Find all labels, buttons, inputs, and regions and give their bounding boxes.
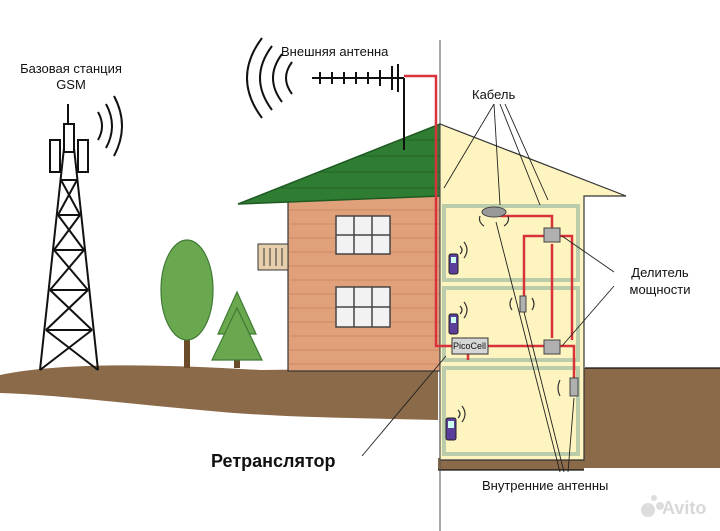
base-station-label: Базовая станция — [20, 61, 122, 76]
ceiling-antenna-icon — [481, 206, 507, 218]
tower-signal-waves-icon — [97, 95, 123, 157]
roof — [237, 122, 441, 205]
balcony — [257, 243, 289, 271]
basement-ground — [584, 368, 720, 468]
phone-icon — [445, 417, 457, 441]
gsm-tower-icon — [39, 104, 99, 371]
cable — [404, 74, 576, 380]
picocell-box — [451, 337, 489, 355]
middle-floor-antenna-icon — [519, 295, 527, 313]
phone-signal-icon — [457, 215, 561, 423]
roof-tiles — [280, 139, 440, 189]
leader-lines — [361, 103, 615, 473]
watermark-text: Avito — [662, 498, 707, 518]
ground — [0, 365, 438, 420]
antenna-signal-waves-icon — [246, 37, 293, 119]
power-splitter-label-line1: Делитель — [631, 265, 689, 280]
cable-label: Кабель — [472, 87, 516, 102]
external-antenna-icon — [312, 64, 405, 150]
external-antenna-label: Внешняя антенна — [281, 44, 389, 59]
repeater-label: Ретранслятор — [211, 451, 336, 471]
power-splitter-top-icon — [543, 227, 561, 243]
tree-icon — [160, 239, 214, 368]
avito-logo-icon — [641, 495, 664, 517]
power-splitter-label-line2: мощности — [629, 282, 691, 297]
window-upper — [335, 215, 391, 255]
phone-icon — [448, 253, 459, 275]
wall-antenna-icon — [569, 377, 579, 397]
gsm-label: GSM — [56, 77, 86, 92]
fir-tree-icon — [211, 290, 263, 368]
picocell-label: PicoCell — [453, 341, 487, 351]
phone-icon — [448, 313, 459, 335]
window-lower — [335, 286, 391, 328]
power-splitter-bottom-icon — [543, 339, 561, 355]
house-bottom-ground — [438, 458, 584, 470]
internal-antennas-label: Внутренние антенны — [482, 478, 609, 493]
floor-3 — [442, 204, 580, 282]
